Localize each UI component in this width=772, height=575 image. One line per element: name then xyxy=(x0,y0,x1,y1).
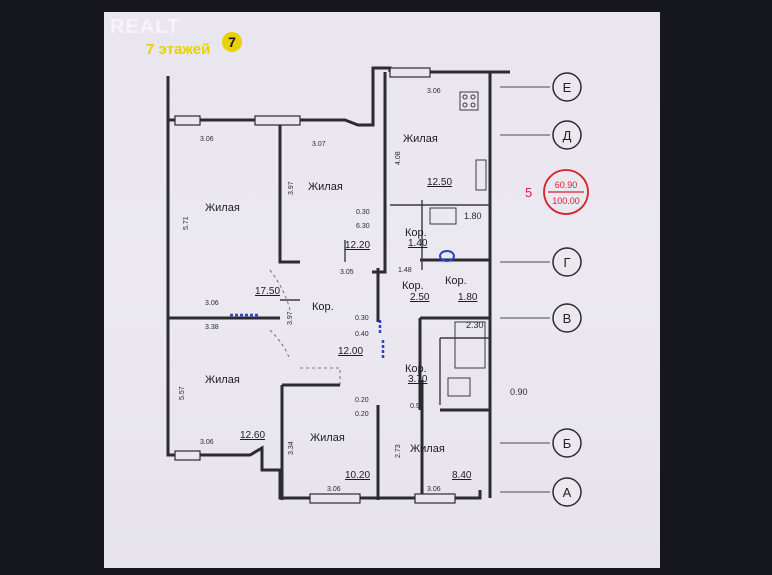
width-dimension: 3.06 xyxy=(200,439,214,446)
dimension-label: 6.30 xyxy=(356,223,370,230)
room-area: 12.00 xyxy=(338,346,363,357)
width-dimension: 3.06 xyxy=(427,88,441,95)
axis-label-d: Д xyxy=(563,128,572,143)
axis-marker-b: Б xyxy=(552,428,582,458)
watermark-badge: 7 xyxy=(222,32,242,52)
room-area: 10.20 xyxy=(345,470,370,481)
axis-label-v: В xyxy=(563,311,572,326)
axis-marker-v: В xyxy=(552,303,582,333)
depth-dimension: 3.97 xyxy=(288,181,295,195)
dimension-label: 3.06 xyxy=(205,300,219,307)
dimension-label: 0.90 xyxy=(510,387,528,397)
axis-label-a: А xyxy=(563,485,572,500)
dimension-label: 3.97 xyxy=(287,311,294,325)
room-area: 3.70 xyxy=(408,374,428,385)
depth-dimension: 3.34 xyxy=(288,441,295,455)
door-markers xyxy=(230,313,385,360)
windows xyxy=(174,67,456,504)
width-dimension: 3.06 xyxy=(427,486,441,493)
axis-marker-a: А xyxy=(552,477,582,507)
washbasin-upper xyxy=(439,250,455,262)
room-area: 8.40 xyxy=(452,470,472,481)
partitions xyxy=(280,200,490,405)
room-area: 1.40 xyxy=(408,238,428,249)
room-name: Жилая xyxy=(308,181,343,193)
walls xyxy=(166,66,510,500)
room-area: 17.50 xyxy=(255,286,280,297)
watermark-subtitle: 7 этажей xyxy=(146,41,211,58)
dimension-label: 0.20 xyxy=(355,411,369,418)
dimension-label: 1.80 xyxy=(464,211,482,221)
axis-marker-g: Г xyxy=(552,247,582,277)
apartment-number: 5 xyxy=(525,185,532,200)
room-area: 12.50 xyxy=(427,177,452,188)
room-area: 12.60 xyxy=(240,430,265,441)
dimension-label: 0.20 xyxy=(355,397,369,404)
fixtures xyxy=(429,91,487,397)
stamp-living-area: 60.90 xyxy=(555,180,578,190)
room-name: Жилая xyxy=(410,443,445,455)
room-name: Кор. xyxy=(405,363,427,375)
width-dimension: 3.06 xyxy=(200,136,214,143)
axis-markers: Е Д Г В Б А xyxy=(552,72,582,507)
depth-dimension: 5.57 xyxy=(179,386,186,400)
axis-marker-d: Д xyxy=(552,120,582,150)
dimension-label: 0.90 xyxy=(410,403,424,410)
stove xyxy=(459,91,479,111)
dimension-label: 1.48 xyxy=(398,267,412,274)
floor-plan-photo: Е Д Г В Б А Жилая Жилая Жилая Жилая Жила… xyxy=(104,12,660,568)
bathtub xyxy=(454,321,486,369)
width-dimension: 3.07 xyxy=(312,141,326,148)
axis-label-g: Г xyxy=(563,255,570,270)
axis-label-b: Б xyxy=(563,436,572,451)
toilet-upper xyxy=(429,207,457,225)
width-dimension: 3.06 xyxy=(327,486,341,493)
dimension-label: 0.40 xyxy=(355,331,369,338)
room-name: Жилая xyxy=(403,133,438,145)
door-swings xyxy=(269,269,341,385)
depth-dimensions: 5.71 5.57 3.97 4.08 3.34 2.73 xyxy=(179,151,402,458)
room-name: Кор. xyxy=(402,280,424,292)
watermark-logo: REALT xyxy=(110,16,181,38)
axis-marker-e: Е xyxy=(552,72,582,102)
dimension-label: 0.30 xyxy=(355,315,369,322)
dimension-label: 0.30 xyxy=(356,209,370,216)
depth-dimension: 4.08 xyxy=(395,151,402,165)
stamp-total-area: 100.00 xyxy=(552,196,580,206)
room-area: 1.80 xyxy=(458,292,478,303)
room-labels: Жилая Жилая Жилая Жилая Жилая Жилая Кор.… xyxy=(205,133,467,455)
kitchen-sink xyxy=(475,159,487,191)
axis-label-e: Е xyxy=(563,80,572,95)
room-area: 12.20 xyxy=(345,240,370,251)
dimension-label: 3.38 xyxy=(205,324,219,331)
axis-lines xyxy=(500,86,550,493)
toilet-lower xyxy=(447,377,471,397)
room-name: Жилая xyxy=(205,202,240,214)
area-stamp: 5 60.90 100.00 xyxy=(525,169,589,215)
depth-dimension: 5.71 xyxy=(183,216,190,230)
dimension-label: 3.05 xyxy=(340,269,354,276)
room-areas: 17.50 12.60 12.20 12.50 10.20 8.40 12.00… xyxy=(240,177,478,481)
floor-plan: Е Д Г В Б А Жилая Жилая Жилая Жилая Жила… xyxy=(166,66,589,507)
dimension-label: 2.30 xyxy=(466,320,484,330)
depth-dimension: 2.73 xyxy=(395,444,402,458)
room-name: Кор. xyxy=(405,227,427,239)
room-area: 2.50 xyxy=(410,292,430,303)
room-name: Кор. xyxy=(312,301,334,313)
room-name: Жилая xyxy=(310,432,345,444)
room-name: Жилая xyxy=(205,374,240,386)
misc-dimensions: 0.30 6.30 1.48 1.80 3.05 3.06 3.38 3.97 … xyxy=(205,209,528,418)
width-dimensions: 3.06 3.06 3.07 3.06 3.06 3.06 xyxy=(200,88,441,493)
room-name: Кор. xyxy=(445,275,467,287)
